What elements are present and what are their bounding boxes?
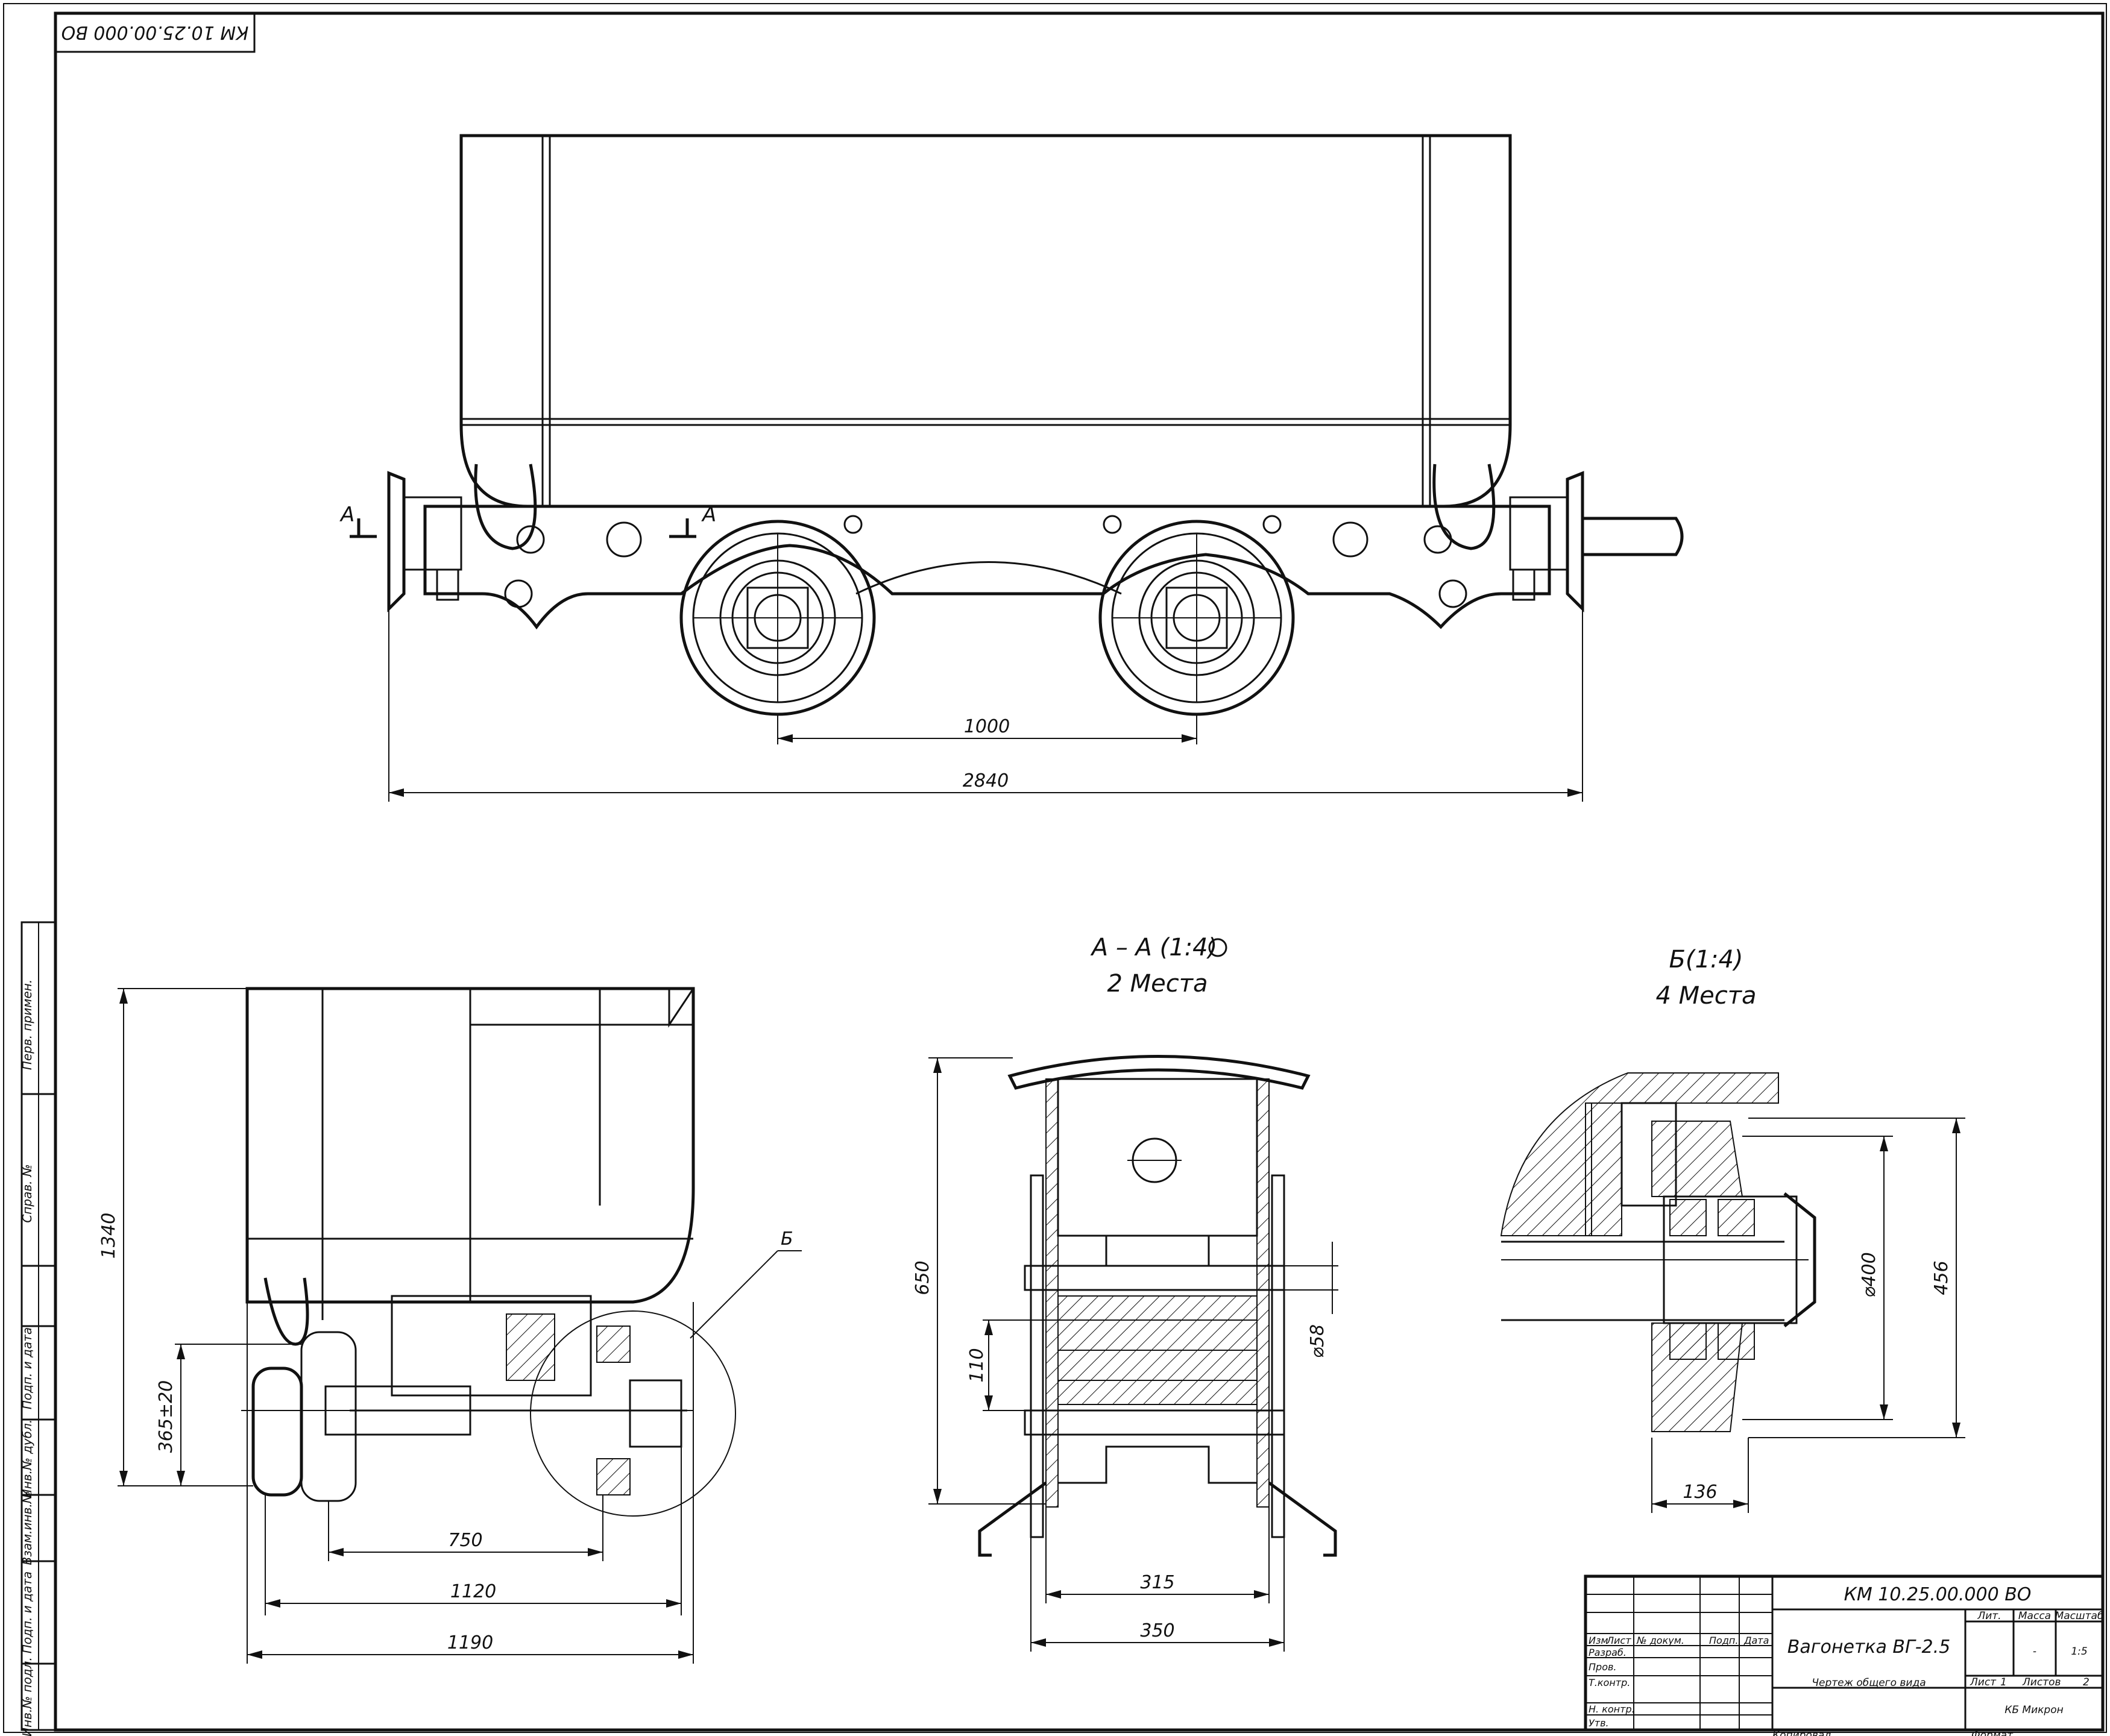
top-stamp-text: КМ 10.25.00.000 ВО — [61, 22, 249, 43]
tb-sheets-value: 2 — [2083, 1676, 2090, 1688]
tb-mass: Масса — [2018, 1610, 2051, 1622]
dim-gauge: 750 — [448, 1530, 482, 1551]
dim-flange: 456 — [1931, 1260, 1952, 1295]
dim-section-height: 650 — [912, 1260, 933, 1295]
title-block: КМ 10.25.00.000 ВО Вагонетка ВГ-2.5 Черт… — [1584, 1574, 2105, 1732]
tb-sheets: Листов — [2022, 1676, 2061, 1688]
dim-wheel-diameter: ⌀400 — [1859, 1252, 1880, 1297]
detail-subtitle: 4 Места — [1655, 982, 1756, 1010]
tb-scale-value: 1:5 — [2071, 1646, 2087, 1658]
detail-mark-b: Б — [781, 1228, 793, 1250]
tb-sheet: Лист — [1970, 1676, 1997, 1688]
tb-col-doc: № докум. — [1636, 1635, 1684, 1646]
margin-label-podp2: Подп. и дата — [20, 1571, 34, 1653]
detail-view: Б(1:4) 4 Места ⌀400 456 136 — [1500, 946, 1965, 1513]
tb-col-list: Лист — [1606, 1635, 1631, 1646]
section-view: А – А (1:4) 2 Места 650 110 ⌀ — [912, 934, 1338, 1652]
wheel-right — [1098, 520, 1295, 716]
margin-label-podl: Инв.№ подл. — [20, 1657, 34, 1736]
dim-width-2: 1190 — [447, 1632, 493, 1653]
margin-label-dubl: Инв.№ дубл. — [20, 1420, 34, 1498]
section-title: А – А (1:4) — [1090, 934, 1217, 961]
sheet-outer-frame — [3, 3, 2107, 1733]
section-mark-right: А — [701, 503, 716, 527]
dim-pin: ⌀58 — [1307, 1324, 1328, 1358]
dim-width-1: 1120 — [450, 1581, 496, 1602]
dim-wheelbase: 1000 — [964, 716, 1010, 737]
dim-hub: 136 — [1683, 1482, 1717, 1503]
tb-mass-value: - — [2033, 1646, 2036, 1658]
section-subtitle: 2 Места — [1107, 970, 1208, 998]
dim-length: 2840 — [963, 770, 1009, 791]
margin-label-perv: Перв. примен. — [20, 980, 34, 1070]
end-view: Б 1340 365±20 750 1120 1190 — [98, 987, 802, 1664]
dim-section-outer: 350 — [1140, 1620, 1174, 1641]
tb-name: Вагонетка ВГ-2.5 — [1787, 1637, 1951, 1658]
tb-format: Формат — [1971, 1729, 2014, 1736]
dim-axle-height: 365±20 — [156, 1380, 177, 1453]
tb-row-prov: Пров. — [1589, 1661, 1617, 1673]
tb-scale: Масштаб — [2055, 1610, 2104, 1622]
tb-org: КБ Микрон — [2004, 1704, 2063, 1716]
tb-designation: КМ 10.25.00.000 ВО — [1844, 1584, 2032, 1605]
tb-col-sign: Подп. — [1709, 1635, 1738, 1646]
main-side-view: А А 1000 2840 — [339, 134, 1684, 802]
tb-doc-type: Чертеж общего вида — [1812, 1677, 1926, 1689]
tb-copied: Копировал — [1772, 1729, 1831, 1736]
tb-row-tkontr: Т.контр. — [1589, 1677, 1630, 1688]
margin-label-podp1: Подп. и дата — [20, 1327, 34, 1409]
rotation-icon — [1208, 938, 1227, 957]
tb-col-date: Дата — [1743, 1635, 1769, 1646]
wheel-left — [679, 520, 876, 716]
section-mark-left: А — [339, 503, 354, 527]
top-stamp: КМ 10.25.00.000 ВО — [54, 12, 256, 53]
tb-sheet-value: 1 — [2000, 1676, 2007, 1688]
margin-label-sprav: Справ. № — [20, 1164, 34, 1222]
left-margin-table: Перв. примен. Справ. № Подп. и дата Инв.… — [20, 921, 57, 1736]
dim-section-inner: 315 — [1140, 1572, 1174, 1593]
dim-spring: 110 — [966, 1348, 987, 1382]
tb-row-nkontr: Н. контр. — [1589, 1703, 1635, 1715]
tb-row-razrab: Разраб. — [1589, 1647, 1627, 1658]
tb-lit: Лит. — [1977, 1610, 2001, 1622]
tb-col-izm: Изм — [1589, 1635, 1608, 1646]
sheet-inner-frame — [54, 11, 2105, 1732]
dim-end-height: 1340 — [98, 1213, 119, 1259]
margin-label-vzam: Взам.инв.№ — [20, 1491, 34, 1565]
tb-row-utv: Утв. — [1589, 1717, 1609, 1729]
detail-title: Б(1:4) — [1669, 946, 1743, 973]
